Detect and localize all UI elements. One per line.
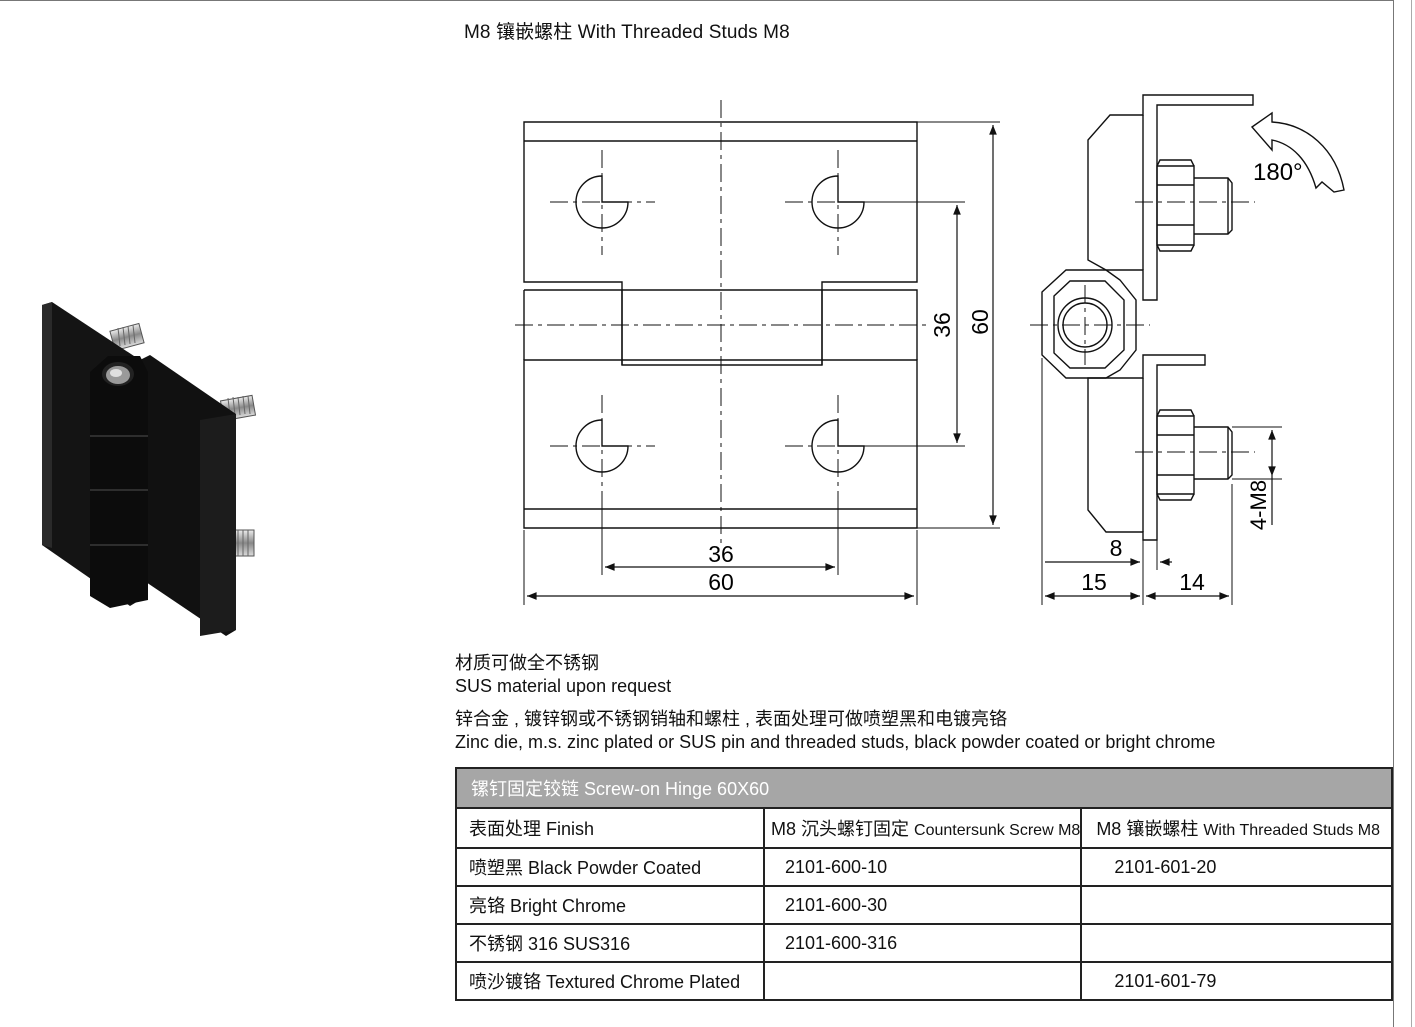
dimension-label: 14 (1179, 569, 1205, 595)
finish-cell: 喷沙镀铬 Textured Chrome Plated (455, 961, 765, 1001)
header-studs-en: With Threaded Studs M8 (1203, 822, 1381, 839)
finish-cell: 不锈钢 316 SUS316 (455, 923, 765, 963)
note-line: Zinc die, m.s. zinc plated or SUS pin an… (455, 732, 1216, 752)
table-row: 不锈钢 316 SUS316 2101-600-316 (455, 923, 1393, 963)
note-line: SUS material upon request (455, 676, 672, 696)
header-countersunk-en: Countersunk Screw M8 (914, 822, 1081, 839)
hex-nut (1156, 409, 1233, 501)
finish-cell: 亮铬 Bright Chrome (455, 885, 765, 925)
note-line: 锌合金 , 镀锌钢或不锈钢销轴和螺柱 , 表面处理可做喷塑黑和电镀亮铬 (455, 709, 1008, 729)
dimension-label: 60 (708, 569, 734, 595)
header-countersunk-cn: M8 沉头螺钉固定 (771, 819, 915, 839)
frame-right-line (1393, 0, 1394, 1027)
table-header-row: 表面处理 Finish M8 沉头螺钉固定 Countersunk Screw … (455, 807, 1393, 849)
screw-hole (811, 419, 865, 473)
header-studs: M8 镶嵌螺柱 With Threaded Studs M8 (1080, 807, 1393, 849)
frame-top-line (0, 0, 1393, 1)
table-caption-row: 镙钉固定铰链 Screw-on Hinge 60X60 (455, 767, 1393, 809)
countersunk-part-number (762, 961, 1083, 1001)
dimension-label: 15 (1081, 569, 1107, 595)
countersunk-part-number: 2101-600-316 (762, 923, 1083, 963)
spec-table: 镙钉固定铰链 Screw-on Hinge 60X60 表面处理 Finish … (455, 767, 1393, 1001)
page-title: M8 镶嵌螺柱 With Threaded Studs M8 (464, 22, 790, 43)
rotation-arrow-icon (1250, 111, 1345, 193)
studs-part-number (1080, 923, 1393, 963)
dimension-label: 60 (967, 309, 993, 335)
hinge-product-illustration (42, 302, 257, 636)
front-view (515, 100, 1000, 605)
table-row: 亮铬 Bright Chrome 2101-600-30 (455, 885, 1393, 925)
screw-hole (575, 419, 629, 473)
thread-spec-label: 4-M8 (1246, 480, 1271, 530)
threaded-stud (109, 322, 145, 352)
dimension-label: 36 (708, 541, 734, 567)
material-notes: 材质可做全不锈钢 SUS material upon request 锌合金 ,… (455, 652, 1215, 754)
hex-nut (1156, 159, 1233, 252)
dimension-label: 8 (1110, 535, 1123, 561)
rotation-angle-label: 180° (1253, 159, 1303, 186)
screw-hole (811, 175, 865, 229)
countersunk-part-number: 2101-600-30 (762, 885, 1083, 925)
finish-cell: 喷塑黑 Black Powder Coated (455, 847, 765, 887)
studs-part-number: 2101-601-20 (1080, 847, 1393, 887)
frame-right-edge (1411, 0, 1412, 1027)
header-studs-cn: M8 镶嵌螺柱 (1096, 819, 1204, 839)
screw-hole (575, 175, 629, 229)
header-countersunk: M8 沉头螺钉固定 Countersunk Screw M8 (762, 807, 1083, 849)
header-finish: 表面处理 Finish (455, 807, 765, 849)
studs-part-number (1080, 885, 1393, 925)
dimension-label: 36 (929, 312, 955, 338)
studs-part-number: 2101-601-79 (1080, 961, 1393, 1001)
side-view (1030, 94, 1345, 605)
table-row: 喷塑黑 Black Powder Coated 2101-600-10 2101… (455, 847, 1393, 887)
table-caption: 镙钉固定铰链 Screw-on Hinge 60X60 (455, 767, 1393, 809)
countersunk-part-number: 2101-600-10 (762, 847, 1083, 887)
table-row: 喷沙镀铬 Textured Chrome Plated 2101-601-79 (455, 961, 1393, 1001)
note-line: 材质可做全不锈钢 (455, 653, 599, 673)
